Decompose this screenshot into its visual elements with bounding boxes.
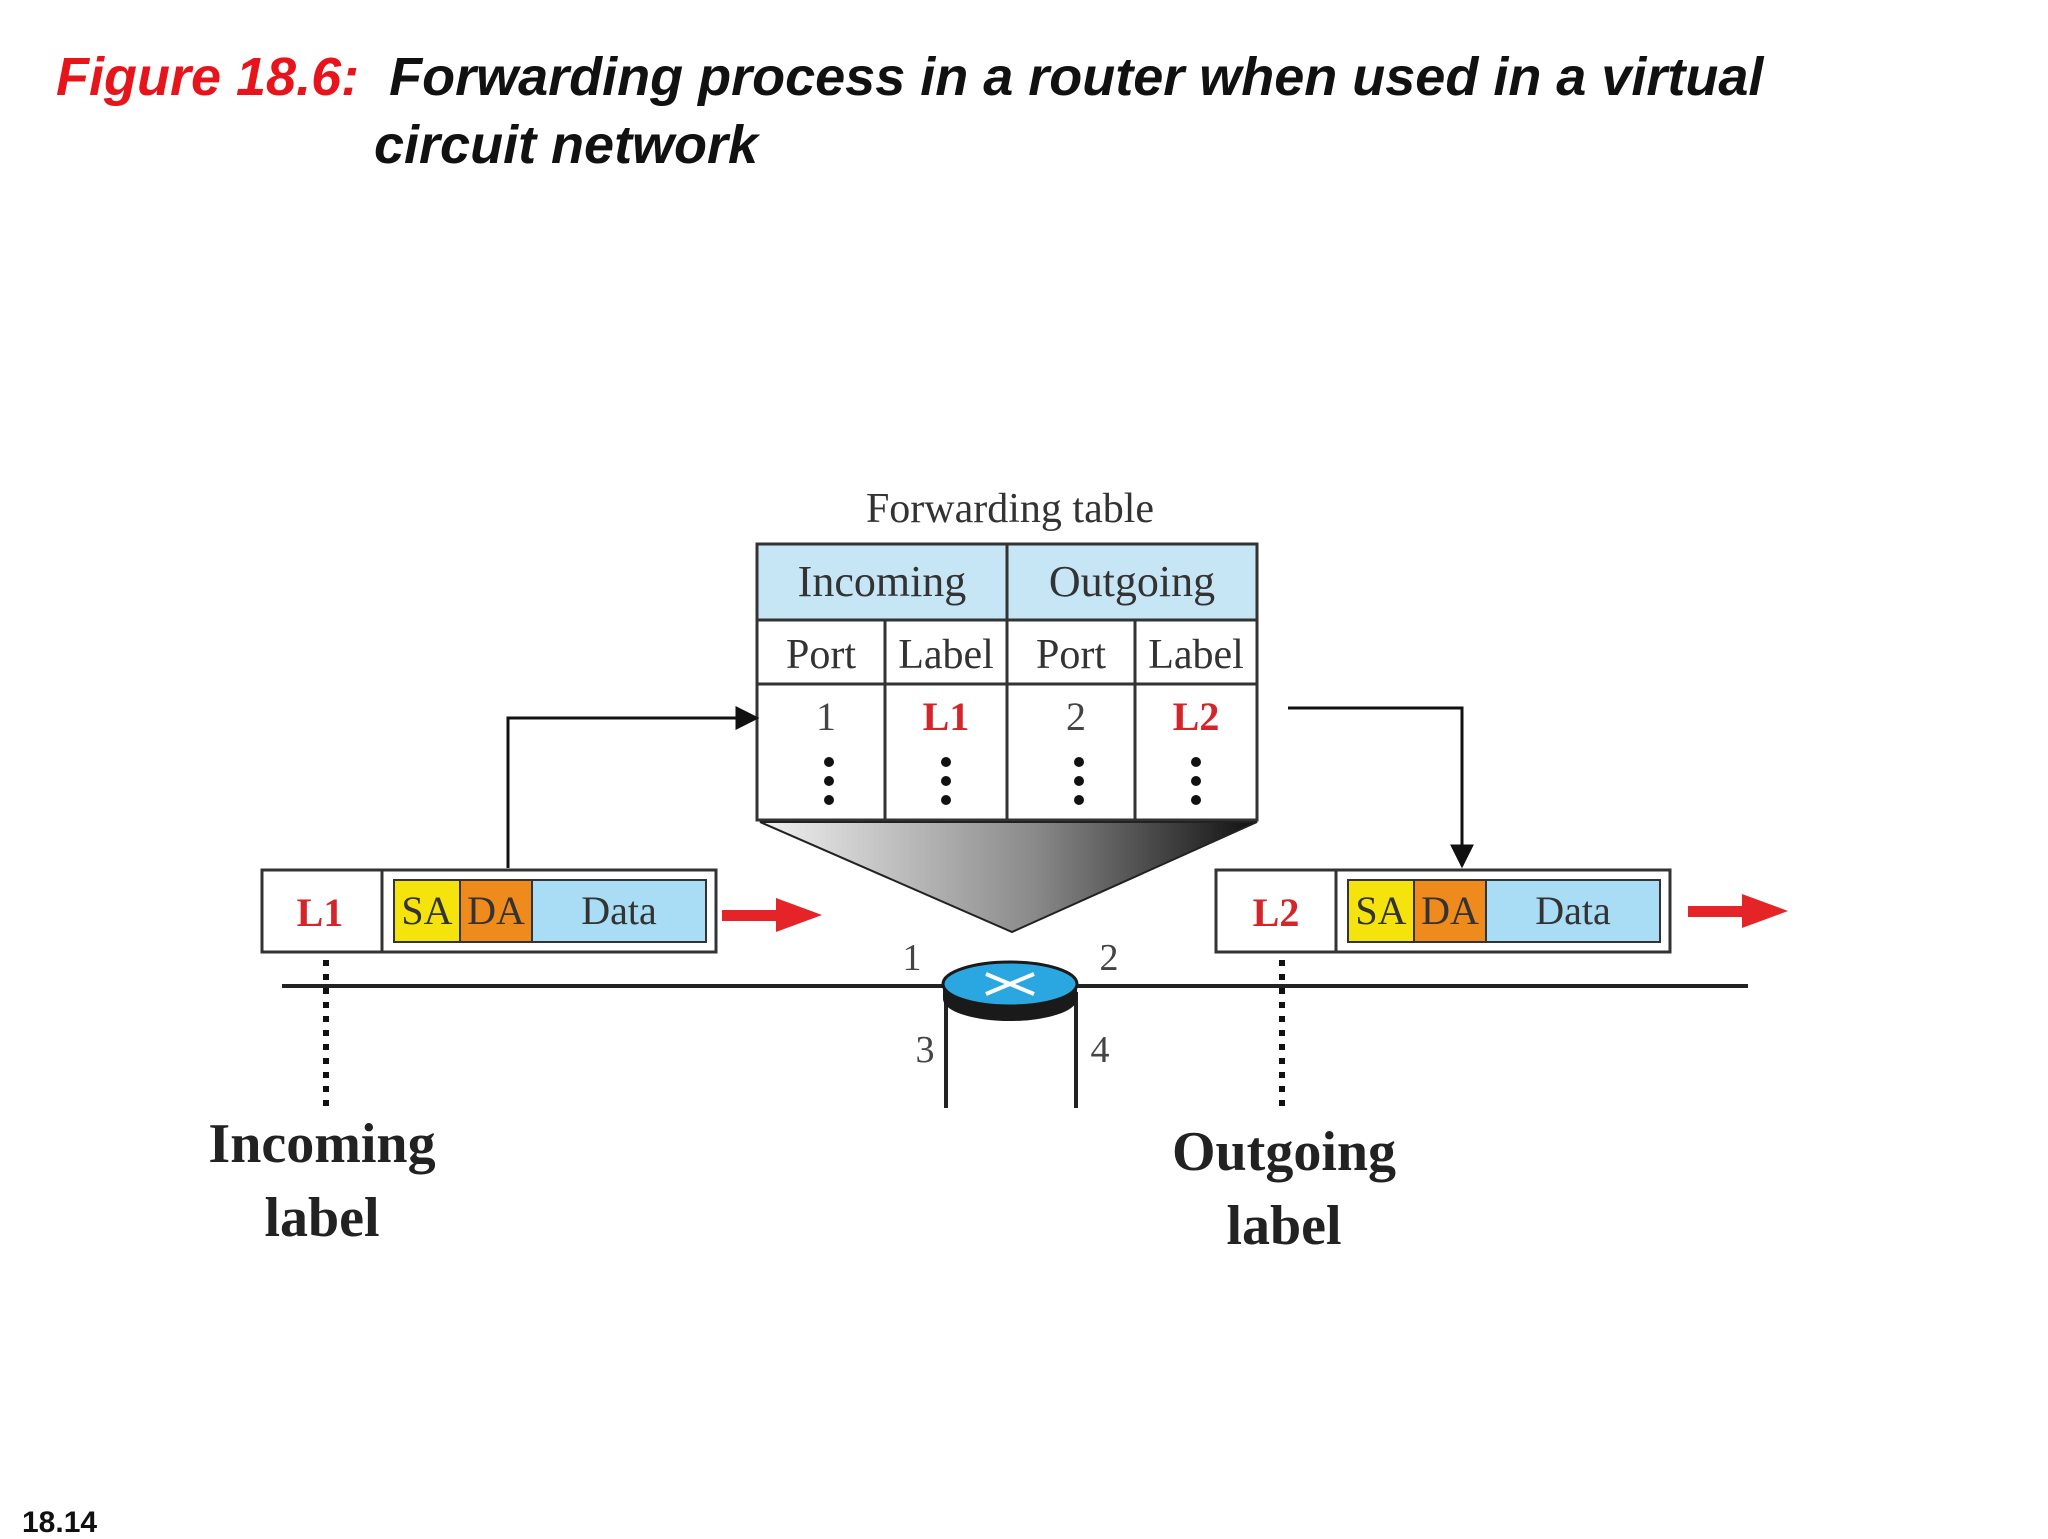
router-port-4: 4	[1091, 1029, 1110, 1071]
outgoing-packet-data: Data	[1535, 888, 1611, 933]
incoming-packet: L1 SA DA Data	[260, 868, 718, 954]
router-port-1: 1	[903, 937, 922, 979]
incoming-packet-data: Data	[581, 888, 657, 933]
outgoing-packet: L2 SA DA Data	[1214, 868, 1672, 954]
subheader-in-label: Label	[898, 632, 994, 678]
router-icon	[941, 960, 1079, 1108]
page-title-line-2: circuit network	[374, 115, 759, 175]
table-caption: Forwarding table	[866, 486, 1154, 532]
relabel-arrow	[1288, 706, 1474, 869]
continuation-dots	[824, 757, 1201, 805]
row-out-port: 2	[1066, 694, 1086, 739]
incoming-caption-line-1: Incoming	[208, 1113, 435, 1175]
incoming-caption-line-2: label	[264, 1187, 379, 1249]
outgoing-caption-line-2: label	[1226, 1195, 1341, 1257]
figure-number: Figure 18.6:	[56, 47, 360, 107]
row-in-label: L1	[923, 694, 970, 739]
incoming-packet-da: DA	[467, 888, 525, 933]
forwarding-table: Incoming Outgoing Port Label Port Label …	[755, 542, 1259, 822]
slide-number: 18.14	[22, 1506, 98, 1539]
subheader-in-port: Port	[786, 632, 856, 678]
header-outgoing: Outgoing	[1049, 557, 1215, 606]
header-incoming: Incoming	[798, 557, 967, 606]
row-out-label: L2	[1173, 694, 1220, 739]
lookup-arrow	[506, 706, 760, 868]
router-port-3: 3	[916, 1029, 935, 1071]
outgoing-packet-da: DA	[1421, 888, 1479, 933]
outgoing-caption-line-1: Outgoing	[1172, 1121, 1396, 1183]
row-in-port: 1	[816, 694, 836, 739]
page-title-line-1: Figure 18.6: Forwarding process in a rou…	[56, 50, 1763, 104]
subheader-out-label: Label	[1148, 632, 1244, 678]
router-port-2: 2	[1100, 937, 1119, 979]
incoming-packet-sa: SA	[401, 888, 452, 933]
incoming-packet-label: L1	[297, 890, 344, 935]
direction-arrows	[722, 894, 1788, 932]
subheader-out-port: Port	[1036, 632, 1106, 678]
table-funnel	[759, 821, 1258, 934]
outgoing-packet-sa: SA	[1355, 888, 1406, 933]
outgoing-packet-label: L2	[1253, 890, 1300, 935]
title-text-1: Forwarding process in a router when used…	[389, 47, 1764, 107]
